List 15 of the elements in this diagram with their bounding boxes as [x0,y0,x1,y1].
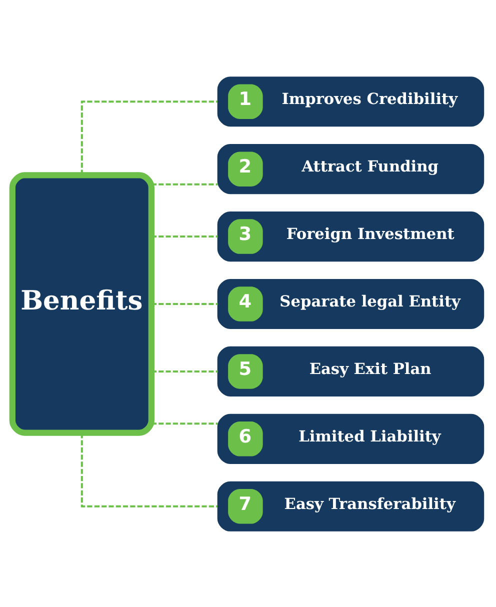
connector [80,100,218,174]
node-box: 7 Easy Transferability [217,480,484,531]
connector [151,370,218,372]
node-box: 3 Foreign Investment [217,211,484,262]
connector [151,422,218,424]
node-box: 4 Separate legal Entity [217,278,484,329]
connector [80,432,218,507]
connector [151,235,218,238]
connector [151,182,218,185]
node-box: 5 Easy Exit Plan [217,346,484,396]
node-box: 2 Attract Funding [217,144,484,194]
connector [151,302,218,305]
node-box: Benefits [9,172,154,436]
node-box: 1 Improves Credibility [217,76,484,126]
node-box: 6 Limited Liability [217,413,484,464]
